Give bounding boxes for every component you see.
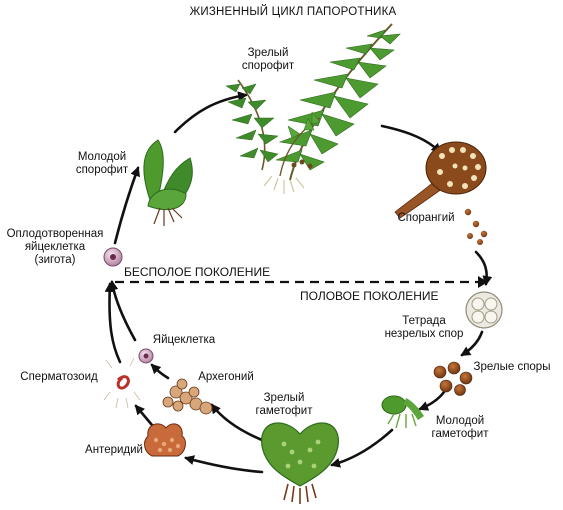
arrow-archegonium-to-egg (150, 363, 170, 380)
sperm-illustration (103, 357, 141, 409)
antheridium-illustration (144, 423, 186, 457)
arrow-gametophyte-to-antheridium (184, 455, 264, 474)
arrow-spores-to-young-gametophyte (418, 390, 446, 411)
label-young-sporophyte: Молодой спорофит (75, 151, 129, 176)
label-asexual-generation: БЕСПОЛОЕ ПОКОЛЕНИЕ (124, 265, 271, 279)
arrow-antheridium-to-sperm (134, 404, 154, 427)
zygote-illustration (103, 247, 123, 267)
label-sperm: Сперматозоид (20, 371, 98, 383)
arrow-young-gametophyte-to-mature (330, 428, 394, 468)
sporangium-illustration (394, 141, 488, 245)
label-mature-spores: Зрелые споры (473, 361, 551, 373)
label-archegonium: Архегоний (198, 371, 254, 383)
archegonium-illustration (162, 378, 213, 415)
label-antheridium: Антеридий (85, 444, 143, 456)
tetrad-illustration (465, 291, 503, 329)
mature-spores-illustration (433, 361, 473, 396)
label-sporangium: Спорангий (397, 212, 455, 224)
diagram-title: ЖИЗНЕННЫЙ ЦИКЛ ПАПОРОТНИКА (189, 6, 397, 18)
arrow-sperm-to-zygote (104, 282, 122, 364)
mature-gametophyte-illustration (261, 422, 339, 504)
label-mature-gametophyte: Зрелый гаметофит (255, 392, 313, 417)
arrow-zygote-to-young-sporophyte (113, 166, 140, 245)
egg-illustration (138, 348, 154, 364)
arrow-egg-to-zygote (108, 280, 137, 342)
label-young-gametophyte: Молодой гаметофит (431, 415, 489, 440)
label-tetrad: Тетрада незрелых спор (384, 315, 464, 340)
label-sexual-generation: ПОЛОВОЕ ПОКОЛЕНИЕ (300, 289, 439, 303)
label-egg: Яйцеклетка (152, 334, 216, 346)
cycle-arrows (104, 91, 493, 474)
arrow-young-sporophyte-to-mature (173, 91, 248, 134)
young-sporophyte-illustration (143, 139, 193, 226)
arrow-mature-to-sporangium (380, 124, 442, 154)
arrow-gametophyte-to-archegonium (210, 403, 264, 442)
arrow-tetrad-to-spores (460, 330, 484, 357)
label-mature-sporophyte: Зрелый спорофит (241, 47, 295, 72)
young-gametophyte-illustration (381, 395, 424, 429)
label-zygote: Оплодотворенная яйцеклетка (зигота) (6, 228, 104, 266)
mature-sporophyte-illustration (225, 23, 401, 194)
